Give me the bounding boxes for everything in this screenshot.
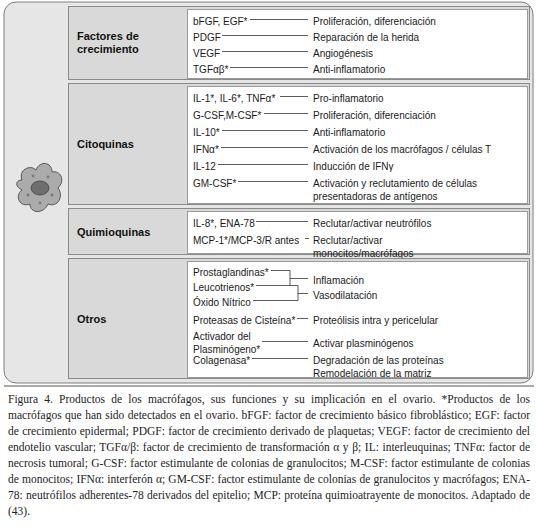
leader-line — [280, 96, 308, 97]
product-name: PDGF — [193, 31, 221, 44]
product-name: Activador del Plasminógeno* — [193, 330, 273, 356]
product-list: IL-8*, ENA-78 Reclutar/activar neutrófilo… — [187, 211, 528, 254]
leader-line — [256, 285, 298, 286]
function-text: Proliferación, diferenciación — [313, 15, 523, 28]
granule — [50, 193, 53, 196]
category-heading: Factores de crecimiento — [77, 30, 172, 56]
product-name: IFNα* — [193, 143, 219, 156]
function-text: Reparación de la herida — [313, 31, 523, 44]
category-band: Citoquinas IL-1*, IL-6*, TNFα* Pro-inflama… — [68, 83, 530, 205]
leader-line — [256, 221, 308, 222]
leader-line — [298, 293, 308, 294]
function-text: Activación y reclutamiento de células pr… — [313, 177, 478, 203]
leader-line — [253, 300, 298, 301]
leader-line — [262, 341, 308, 342]
granule — [39, 202, 42, 205]
product-name: Prostaglandinas* — [193, 266, 269, 279]
category-band: Factores de crecimiento bFGF, EGF* Prolife… — [68, 6, 530, 80]
function-text: Proliferación, diferenciación — [313, 109, 523, 122]
outer-panel — [4, 2, 533, 383]
product-name: bFGF, EGF* — [193, 15, 247, 28]
product-list: Prostaglandinas* Leucotrienos* Óxido Nítri… — [187, 261, 528, 378]
function-text: Reclutar/activar monocitos/macrófagos — [313, 234, 423, 260]
figure-caption: Figura 4. Productos de los macrófagos, s… — [8, 391, 530, 519]
bracket-line — [298, 286, 299, 301]
function-text: Proteólisis intra y pericelular — [313, 314, 523, 327]
product-name: IL-8*, ENA-78 — [193, 217, 255, 230]
category-heading: Quimioquinas — [77, 225, 172, 238]
function-text: Activación de los macrófagos / células T — [313, 143, 523, 156]
granule — [47, 176, 50, 179]
leader-line — [222, 35, 308, 36]
leader-line — [305, 238, 309, 239]
leader-line — [238, 181, 308, 182]
macrophage-cell — [17, 163, 62, 211]
category-band: Otros Prostaglandinas* Leucotrienos* Óxido … — [68, 258, 530, 379]
macrophage-nucleus — [31, 181, 49, 195]
product-name: G-CSF,M-CSF* — [193, 109, 261, 122]
product-name: GM-CSF* — [193, 177, 236, 190]
leader-line — [222, 51, 308, 52]
function-text: Pro-inflamatorio — [313, 92, 523, 105]
function-text: Activar plasminógenos — [313, 337, 523, 350]
product-list: IL-1*, IL-6*, TNFα* Pro-inflamatorioG-CSF… — [187, 86, 528, 204]
leader-line — [290, 278, 308, 279]
bracket-line — [290, 271, 291, 286]
product-name: IL-10* — [193, 126, 220, 139]
function-text: Anti-inflamatorio — [313, 126, 523, 139]
granule — [32, 175, 35, 178]
leader-line — [271, 270, 290, 271]
category-heading: Citoquinas — [77, 138, 172, 151]
leader-line — [297, 318, 308, 319]
function-text: Anti-inflamatorio — [313, 63, 523, 76]
function-text: Degradación de las proteínas Remodelació… — [313, 354, 453, 380]
macrophage-illustration — [17, 163, 62, 211]
product-name: TGFαβ* — [193, 63, 228, 76]
function-text: Inflamación — [313, 274, 523, 287]
leader-line — [222, 130, 308, 131]
product-name: IL-12 — [193, 160, 216, 173]
leader-line — [264, 113, 308, 114]
product-name: Colagenasa* — [193, 354, 250, 367]
leader-line — [221, 147, 308, 148]
caption-rule — [4, 386, 534, 387]
product-name: MCP-1*/MCP-3/R antes — [193, 234, 299, 247]
product-name: Leucotrienos* — [193, 281, 254, 294]
product-name: Óxido Nítrico — [193, 296, 251, 309]
leader-line — [252, 358, 308, 359]
product-name: Proteasas de Cisteína* — [193, 314, 295, 327]
leader-line — [218, 164, 308, 165]
function-text: Reclutar/activar neutrófilos — [313, 217, 523, 230]
function-text: Angiogénesis — [313, 47, 523, 60]
product-list: bFGF, EGF* Proliferación, diferenciaciónP… — [187, 9, 528, 79]
function-text: Vasodilatación — [313, 289, 523, 302]
leader-line — [230, 67, 308, 68]
granule — [26, 193, 29, 196]
category-band: Quimioquinas IL-8*, ENA-78 Reclutar/activa… — [68, 208, 530, 255]
function-text: Inducción de IFNγ — [313, 160, 523, 173]
product-name: IL-1*, IL-6*, TNFα* — [193, 92, 275, 105]
category-heading: Otros — [77, 312, 172, 325]
product-name: VEGF — [193, 47, 220, 60]
leader-line — [250, 19, 308, 20]
